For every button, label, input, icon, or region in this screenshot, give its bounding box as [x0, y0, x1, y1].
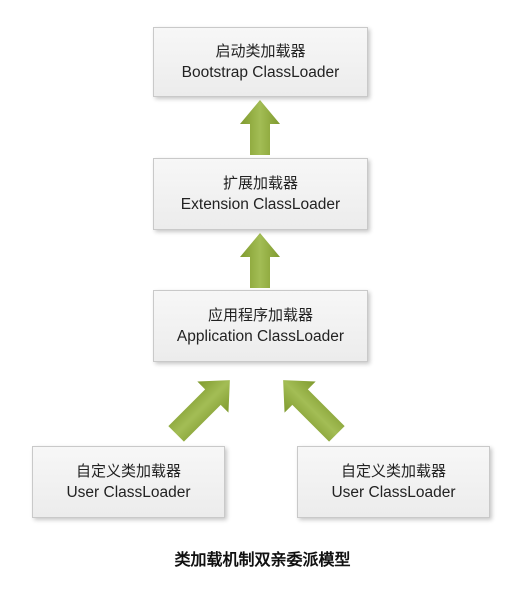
user-classloader-node-right: 自定义类加载器 User ClassLoader [297, 446, 490, 518]
node-label-cn: 自定义类加载器 [75, 462, 181, 480]
node-label-en: Application ClassLoader [176, 328, 345, 345]
node-label-en: User ClassLoader [331, 484, 456, 501]
arrow-application-to-extension [240, 233, 280, 288]
arrow-extension-to-bootstrap [240, 100, 280, 155]
user-classloader-node-left: 自定义类加载器 User ClassLoader [32, 446, 225, 518]
node-label-en: Extension ClassLoader [180, 196, 341, 213]
bootstrap-classloader-node: 启动类加载器 Bootstrap ClassLoader [153, 27, 368, 97]
arrow-user1-to-application [168, 380, 230, 442]
arrow-user2-to-application [283, 380, 345, 442]
node-label-en: Bootstrap ClassLoader [181, 64, 340, 81]
node-label-cn: 启动类加载器 [215, 42, 306, 60]
node-label-en: User ClassLoader [66, 484, 191, 501]
node-label-cn: 应用程序加载器 [207, 306, 313, 324]
extension-classloader-node: 扩展加载器 Extension ClassLoader [153, 158, 368, 230]
diagram-caption: 类加载机制双亲委派模型 [174, 550, 351, 569]
node-label-cn: 自定义类加载器 [340, 462, 446, 480]
application-classloader-node: 应用程序加载器 Application ClassLoader [153, 290, 368, 362]
node-label-cn: 扩展加载器 [222, 174, 298, 192]
